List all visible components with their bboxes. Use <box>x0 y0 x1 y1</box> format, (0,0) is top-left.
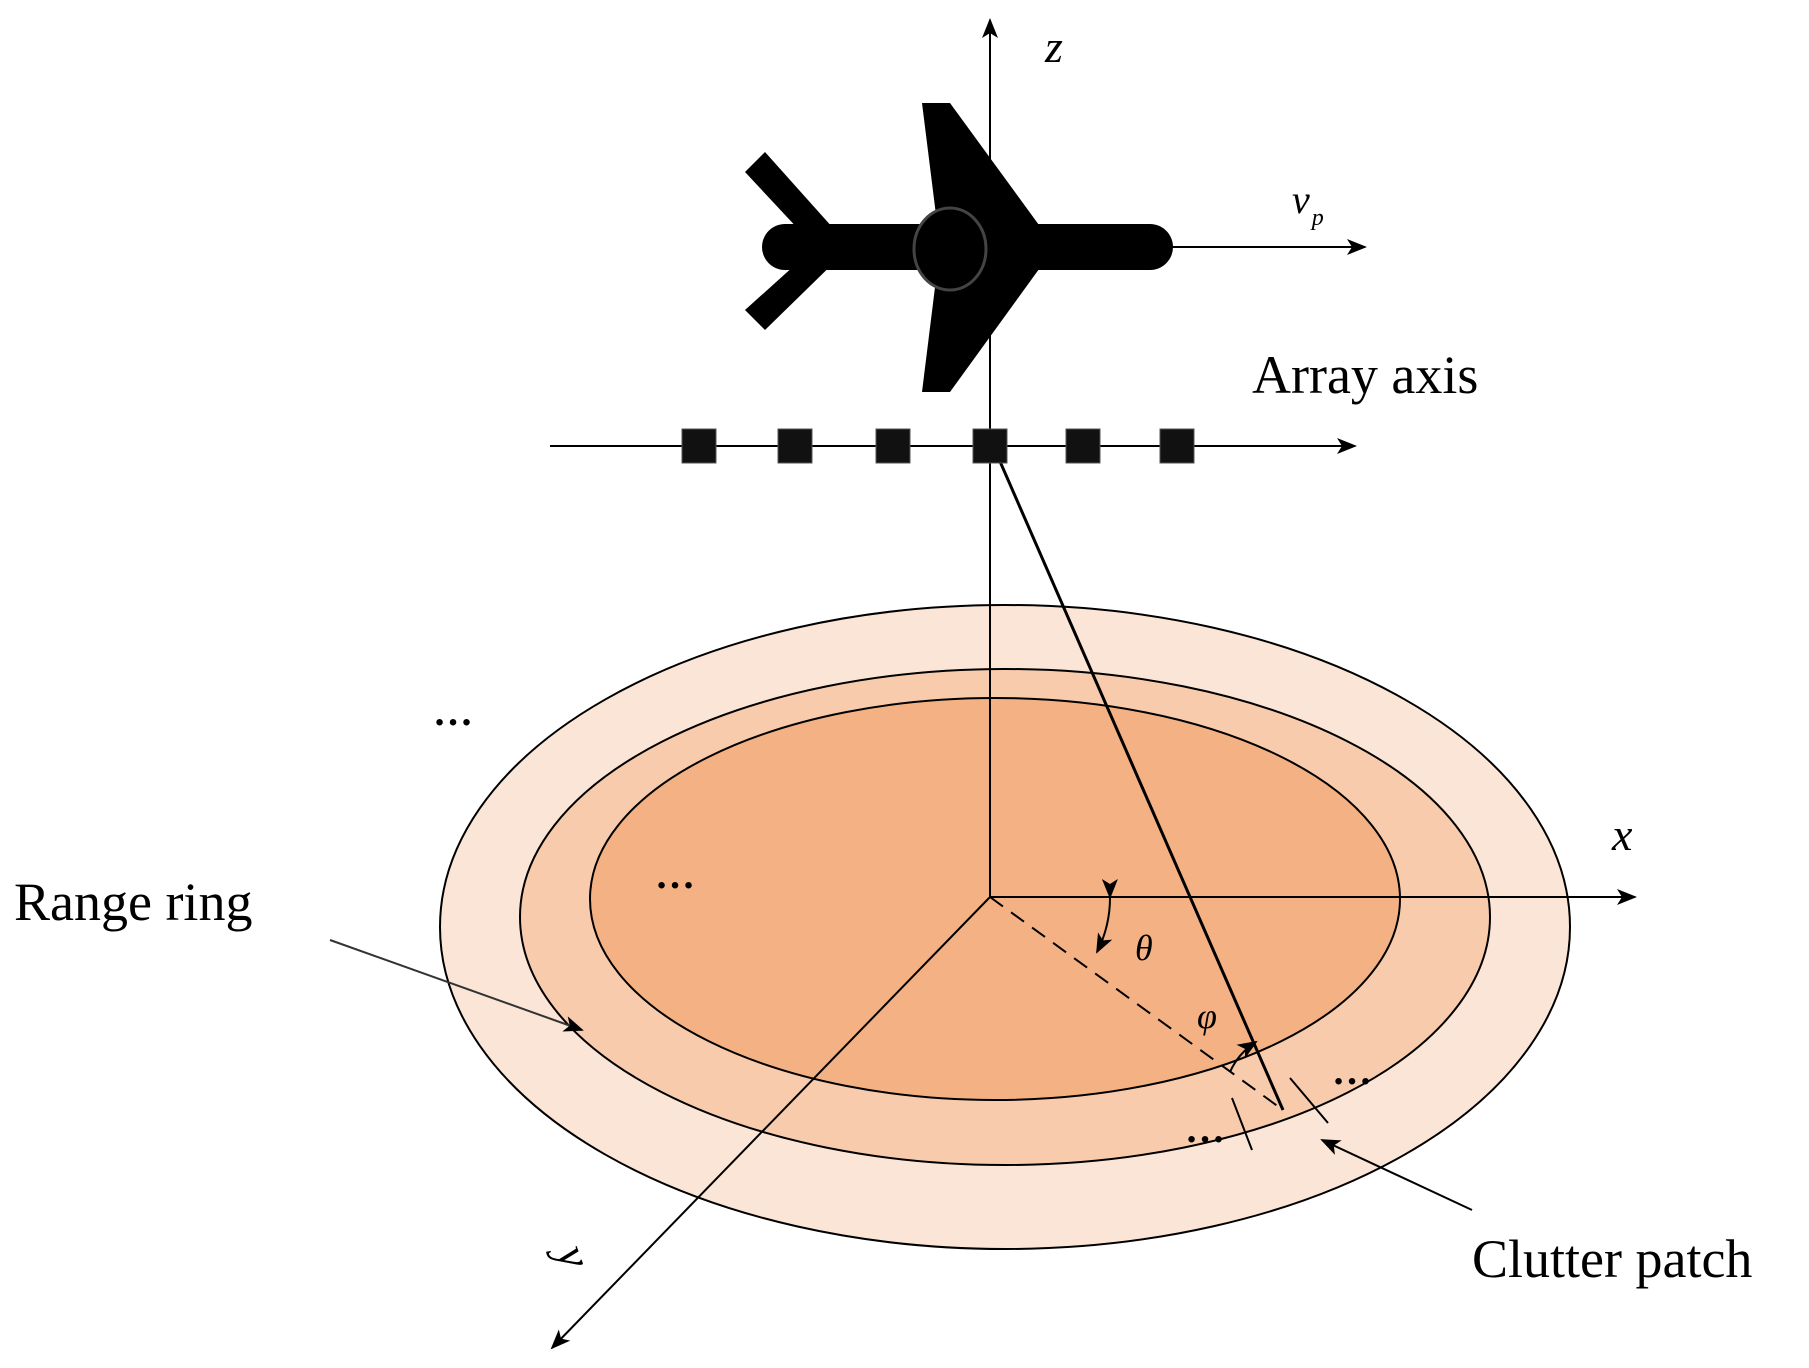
array-elements <box>681 428 1195 464</box>
clutter-patch-edge-right <box>1289 1077 1329 1124</box>
array-axis-label: Array axis <box>1252 345 1478 405</box>
clutter-patch-pointer <box>1320 1139 1473 1211</box>
square-icon <box>875 428 911 464</box>
range-ring-pointer <box>329 939 584 1032</box>
line-of-sight <box>993 449 1285 1111</box>
ellipsis-patch-right: … <box>1332 1048 1372 1093</box>
square-icon <box>777 428 813 464</box>
x-axis-label: x <box>1611 809 1633 860</box>
y-axis <box>550 896 991 1350</box>
y-axis-label: y <box>546 1234 602 1275</box>
ellipsis-inner-disc: … <box>655 852 695 897</box>
phi-arc <box>1229 1040 1258 1073</box>
clutter-patch-edge-left <box>1231 1097 1253 1151</box>
ellipsis-patch-left: … <box>1185 1106 1225 1151</box>
theta-arc <box>1096 878 1118 954</box>
clutter-patch-label: Clutter patch <box>1472 1229 1752 1289</box>
z-axis-label: z <box>1044 21 1063 72</box>
inner-range-disc <box>589 697 1401 1101</box>
range-ring-label: Range ring <box>14 872 252 932</box>
square-icon <box>681 428 717 464</box>
square-icon <box>1065 428 1101 464</box>
square-icon <box>972 428 1008 464</box>
square-icon <box>1159 428 1195 464</box>
ground-projection <box>989 896 1284 1111</box>
velocity-label: vp <box>1292 177 1324 231</box>
theta-label: θ <box>1135 928 1153 968</box>
phi-label: φ <box>1197 996 1217 1036</box>
ellipsis-outer-ring: … <box>433 689 473 734</box>
airplane-icon <box>745 103 1173 392</box>
